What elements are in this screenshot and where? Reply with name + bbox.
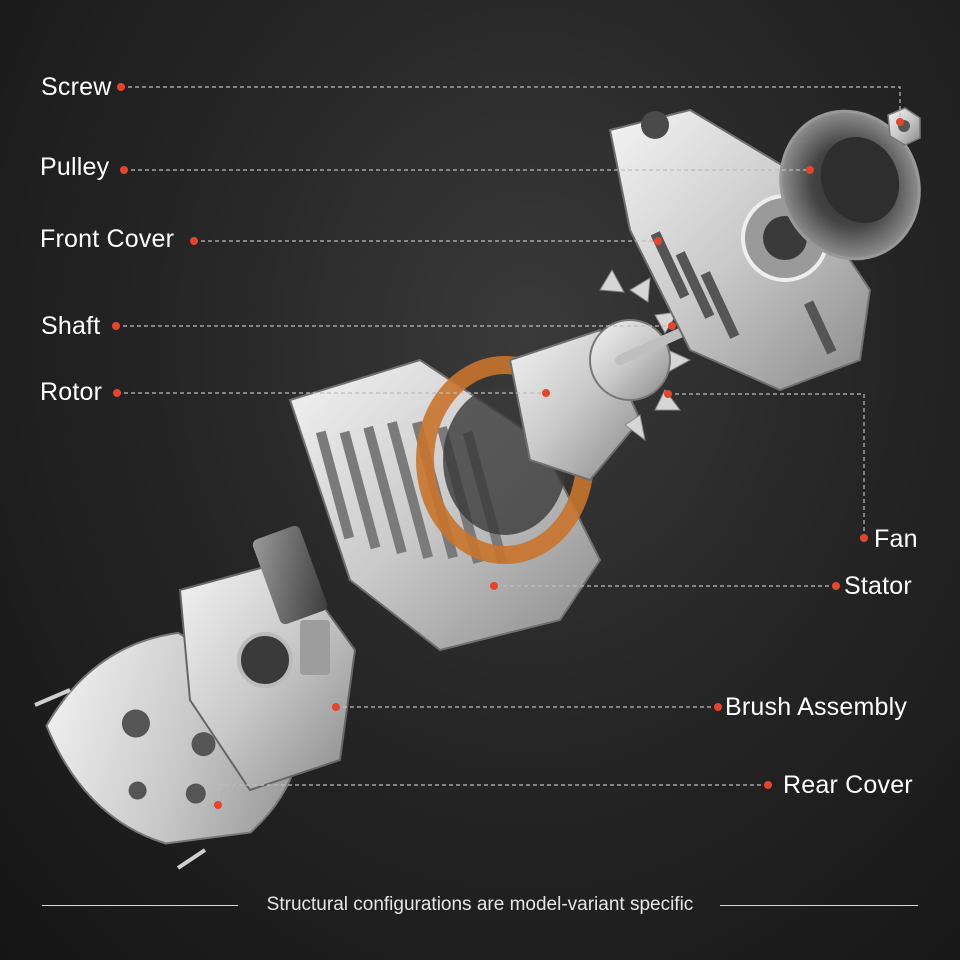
footer-rule-right <box>720 905 918 906</box>
part-marker-rotor <box>542 389 550 397</box>
footer-note: Structural configurations are model-vari… <box>266 894 694 915</box>
brush-assembly-graphic <box>178 525 357 792</box>
label-marker-rotor <box>113 389 121 397</box>
leader-line-fan <box>668 393 865 538</box>
leader-line-screw <box>121 86 901 122</box>
leader-line-rear-cover <box>217 784 768 805</box>
label-marker-pulley <box>120 166 128 174</box>
pulley-graphic <box>779 109 921 261</box>
part-marker-pulley <box>806 166 814 174</box>
label-marker-shaft <box>112 322 120 330</box>
label-marker-brush-assembly <box>714 703 722 711</box>
label-shaft: Shaft <box>41 312 101 340</box>
label-front-cover: Front Cover <box>40 225 175 253</box>
part-marker-screw <box>896 118 904 126</box>
part-marker-stator <box>490 582 498 590</box>
part-marker-fan <box>664 390 672 398</box>
label-stator: Stator <box>844 572 912 600</box>
footer-rule-left <box>42 905 238 906</box>
label-screw: Screw <box>41 73 112 101</box>
part-marker-brush-assembly <box>332 703 340 711</box>
label-rotor: Rotor <box>40 378 103 406</box>
label-pulley: Pulley <box>40 153 110 181</box>
label-marker-screw <box>117 83 125 91</box>
label-rear-cover: Rear Cover <box>783 771 913 799</box>
label-brush-assembly: Brush Assembly <box>725 693 908 721</box>
label-marker-stator <box>832 582 840 590</box>
rear-bolt-bottom <box>176 848 207 870</box>
label-marker-front-cover <box>190 237 198 245</box>
rear-bolt-top <box>34 688 71 707</box>
part-marker-shaft <box>668 322 676 330</box>
label-marker-rear-cover <box>764 781 772 789</box>
footer: Structural configurations are model-vari… <box>0 890 960 920</box>
label-marker-fan <box>860 534 868 542</box>
part-marker-rear-cover <box>214 801 222 809</box>
label-fan: Fan <box>874 525 918 553</box>
rotor-fan-graphic <box>508 268 725 482</box>
part-marker-front-cover <box>654 237 662 245</box>
